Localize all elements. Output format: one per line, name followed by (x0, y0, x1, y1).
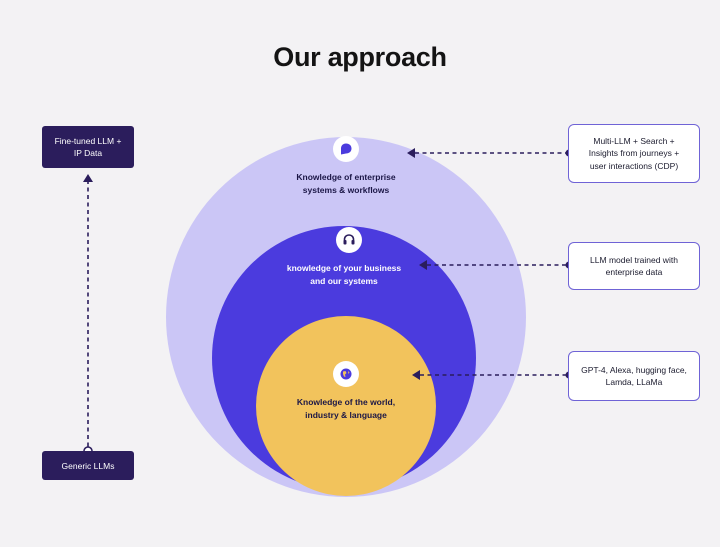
side-box-multi-llm: Multi-LLM + Search + Insights from journ… (568, 124, 700, 183)
middle-circle-label: knowledge of your business and our syste… (264, 262, 424, 288)
box1-line1: Multi-LLM + Search + (593, 135, 675, 146)
chat-bubble-icon (333, 136, 359, 162)
fine-tuned-line2: IP Data (73, 148, 103, 158)
outer-label-line1: Knowledge of enterprise (296, 172, 396, 182)
inner-circle-label: Knowledge of the world, industry & langu… (266, 396, 426, 422)
box1-line3: user interactions (CDP) (589, 160, 679, 171)
side-box-gpt4: GPT-4, Alexa, hugging face, Lamda, LLaMa (568, 351, 700, 401)
fine-tuned-line1: Fine-tuned LLM + (54, 136, 122, 146)
inner-label-line1: Knowledge of the world, (296, 397, 396, 407)
side-box-llm-trained: LLM model trained with enterprise data (568, 242, 700, 290)
box2-line1: LLM model trained with (590, 254, 678, 265)
generic-llms-box: Generic LLMs (42, 451, 134, 480)
box3-line1: GPT-4, Alexa, hugging face, (581, 364, 687, 375)
outer-circle-label: Knowledge of enterprise systems & workfl… (266, 171, 426, 197)
box3-line2: Lamda, LLaMa (605, 377, 663, 387)
middle-label-line2: and our systems (310, 276, 378, 286)
generic-llms-label: Generic LLMs (61, 460, 115, 471)
fine-tuned-llm-box: Fine-tuned LLM + IP Data (42, 126, 134, 168)
outer-label-line2: systems & workflows (302, 185, 390, 195)
headset-icon (336, 227, 362, 253)
connector-1-arrowhead (407, 148, 415, 158)
inner-circle (256, 316, 436, 496)
page-title: Our approach (273, 42, 447, 72)
left-connector-arrowhead (83, 174, 93, 182)
connector-3-arrowhead (412, 370, 420, 380)
connector-2-arrowhead (419, 260, 427, 270)
globe-icon (333, 361, 359, 387)
box1-line2: Insights from journeys + (588, 148, 680, 159)
box2-line2: enterprise data (605, 267, 663, 277)
middle-label-line1: knowledge of your business (286, 263, 402, 273)
inner-label-line2: industry & language (305, 410, 387, 420)
